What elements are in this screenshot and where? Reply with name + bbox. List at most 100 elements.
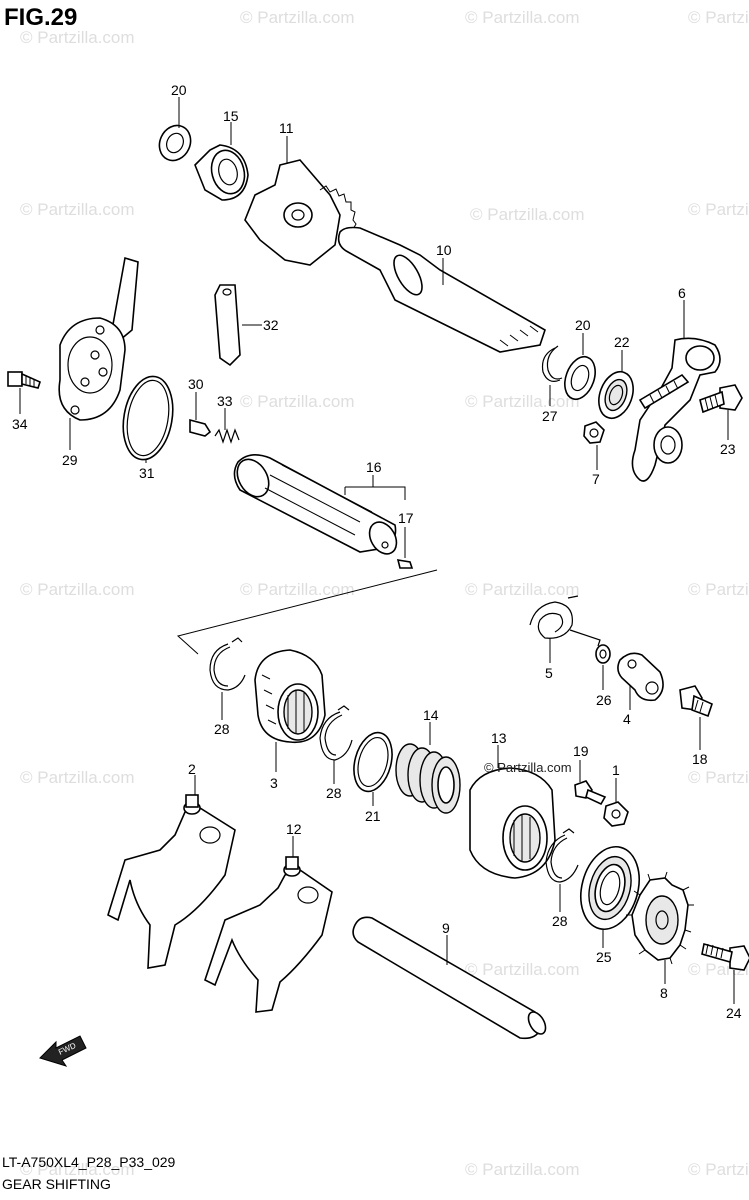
part-circlip-28b[interactable] (319, 705, 353, 784)
callout: 9 (442, 920, 450, 936)
section-divider-line (176, 569, 438, 655)
callout: 17 (398, 510, 414, 526)
callout: 32 (263, 317, 279, 333)
watermark: © Partzilla.com (20, 200, 135, 219)
callout: 7 (592, 471, 600, 487)
watermark: © Partzilla.com (20, 580, 135, 599)
callout: 12 (286, 821, 302, 837)
watermark: © Partzilla.com (688, 768, 749, 787)
watermark: © Partzilla.com (240, 392, 355, 411)
watermark: © Partzilla.com (465, 580, 580, 599)
part-nut-1[interactable] (603, 778, 629, 827)
callout: 21 (365, 808, 381, 824)
callout: 23 (720, 441, 736, 457)
callout: 28 (326, 785, 342, 801)
part-nut-7[interactable] (583, 421, 605, 470)
part-gear-8[interactable] (626, 871, 694, 984)
watermark: © Partzilla.com (688, 200, 749, 219)
part-washer-20[interactable] (154, 97, 196, 166)
callout: 26 (596, 692, 612, 708)
callout-labels: 20 15 11 10 32 6 20 22 34 29 31 30 33 27… (12, 82, 742, 1021)
callout: 1 (612, 762, 620, 778)
callout: 29 (62, 452, 78, 468)
watermark: © Partzilla.com (240, 8, 355, 27)
callout: 27 (542, 408, 558, 424)
part-bearing-25[interactable] (572, 840, 648, 948)
callout: 31 (139, 465, 155, 481)
part-stopper-4[interactable] (617, 652, 664, 710)
callout: 6 (678, 285, 686, 301)
part-spring-33[interactable] (214, 408, 240, 444)
callout: 13 (491, 730, 507, 746)
part-washer-26[interactable] (595, 644, 611, 690)
footer-diagram-name: GEAR SHIFTING (2, 1176, 111, 1192)
callout: 16 (366, 459, 382, 475)
callout: 34 (12, 416, 28, 432)
part-pin-30[interactable] (189, 392, 212, 437)
callout: 4 (623, 711, 631, 727)
watermark: © Partzilla.com (688, 1160, 749, 1179)
watermark: © Partzilla.com (20, 768, 135, 787)
fwd-arrow-icon: FWD (39, 1035, 87, 1067)
part-spring-14[interactable] (395, 722, 461, 814)
callout: 14 (423, 707, 439, 723)
watermark: © Partzilla.com (465, 8, 580, 27)
part-cam-13[interactable] (469, 745, 556, 879)
part-cover-29[interactable] (58, 256, 139, 450)
callout: 33 (217, 393, 233, 409)
watermark: © Partzilla.com (688, 8, 749, 27)
part-washer-20b[interactable] (559, 333, 600, 403)
callout: 28 (552, 913, 568, 929)
watermark: © Partzilla.com (465, 1160, 580, 1179)
watermark: © Partzilla.com (465, 392, 580, 411)
callout: 10 (436, 242, 452, 258)
watermark: © Partzilla.com (688, 580, 749, 599)
part-bolt-34[interactable] (7, 371, 41, 414)
callout: 28 (214, 721, 230, 737)
watermark: © Partzilla.com (20, 1160, 135, 1179)
callout: 8 (660, 985, 668, 1001)
part-spring-5[interactable] (529, 595, 601, 663)
callout: 5 (545, 665, 553, 681)
part-shift-fork-12[interactable] (204, 836, 333, 1013)
callout: 15 (223, 108, 239, 124)
watermark: © Partzilla.com (240, 580, 355, 599)
part-shift-shaft-10[interactable] (337, 226, 546, 353)
callout: 20 (575, 317, 591, 333)
part-shift-arm-11[interactable] (244, 136, 357, 266)
callout: 11 (279, 120, 294, 136)
watermark: © Partzilla.com (465, 960, 580, 979)
part-bolt-18[interactable] (679, 685, 713, 750)
callout: 24 (726, 1005, 742, 1021)
callout: 30 (188, 376, 204, 392)
part-screw-19[interactable] (574, 760, 607, 806)
watermark: © Partzilla.com (20, 28, 135, 47)
callout: 2 (188, 761, 196, 777)
part-o-ring-31[interactable] (117, 372, 179, 463)
part-washer-21[interactable] (348, 728, 398, 806)
part-circlip-28c[interactable] (545, 828, 579, 912)
part-shift-fork-2[interactable] (107, 775, 236, 969)
footer-model-code: LT-A750XL4_P28_P33_029 (2, 1154, 176, 1170)
part-spring-15[interactable] (194, 122, 249, 201)
figure-title: FIG.29 (4, 4, 78, 31)
part-oil-seal-22[interactable] (593, 350, 639, 423)
callout: 25 (596, 949, 612, 965)
part-bolt-24[interactable] (701, 942, 749, 1004)
part-pin-17[interactable] (396, 527, 414, 569)
callout: 22 (614, 334, 630, 350)
part-bolt-23[interactable] (699, 384, 743, 440)
brand-overlay-text: © Partzilla.com (484, 760, 572, 775)
watermark: © Partzilla.com (470, 205, 585, 224)
callout: 3 (270, 775, 278, 791)
part-shift-lever-6[interactable] (631, 300, 721, 482)
part-clip-32[interactable] (214, 284, 262, 367)
part-circlip-28a[interactable] (209, 637, 246, 720)
part-fork-shaft-9[interactable] (352, 916, 549, 1040)
part-cam-gear-3[interactable] (254, 649, 326, 772)
callout: 19 (573, 743, 589, 759)
part-shift-cam-16[interactable] (231, 454, 406, 559)
part-circlip-27[interactable] (541, 345, 563, 406)
